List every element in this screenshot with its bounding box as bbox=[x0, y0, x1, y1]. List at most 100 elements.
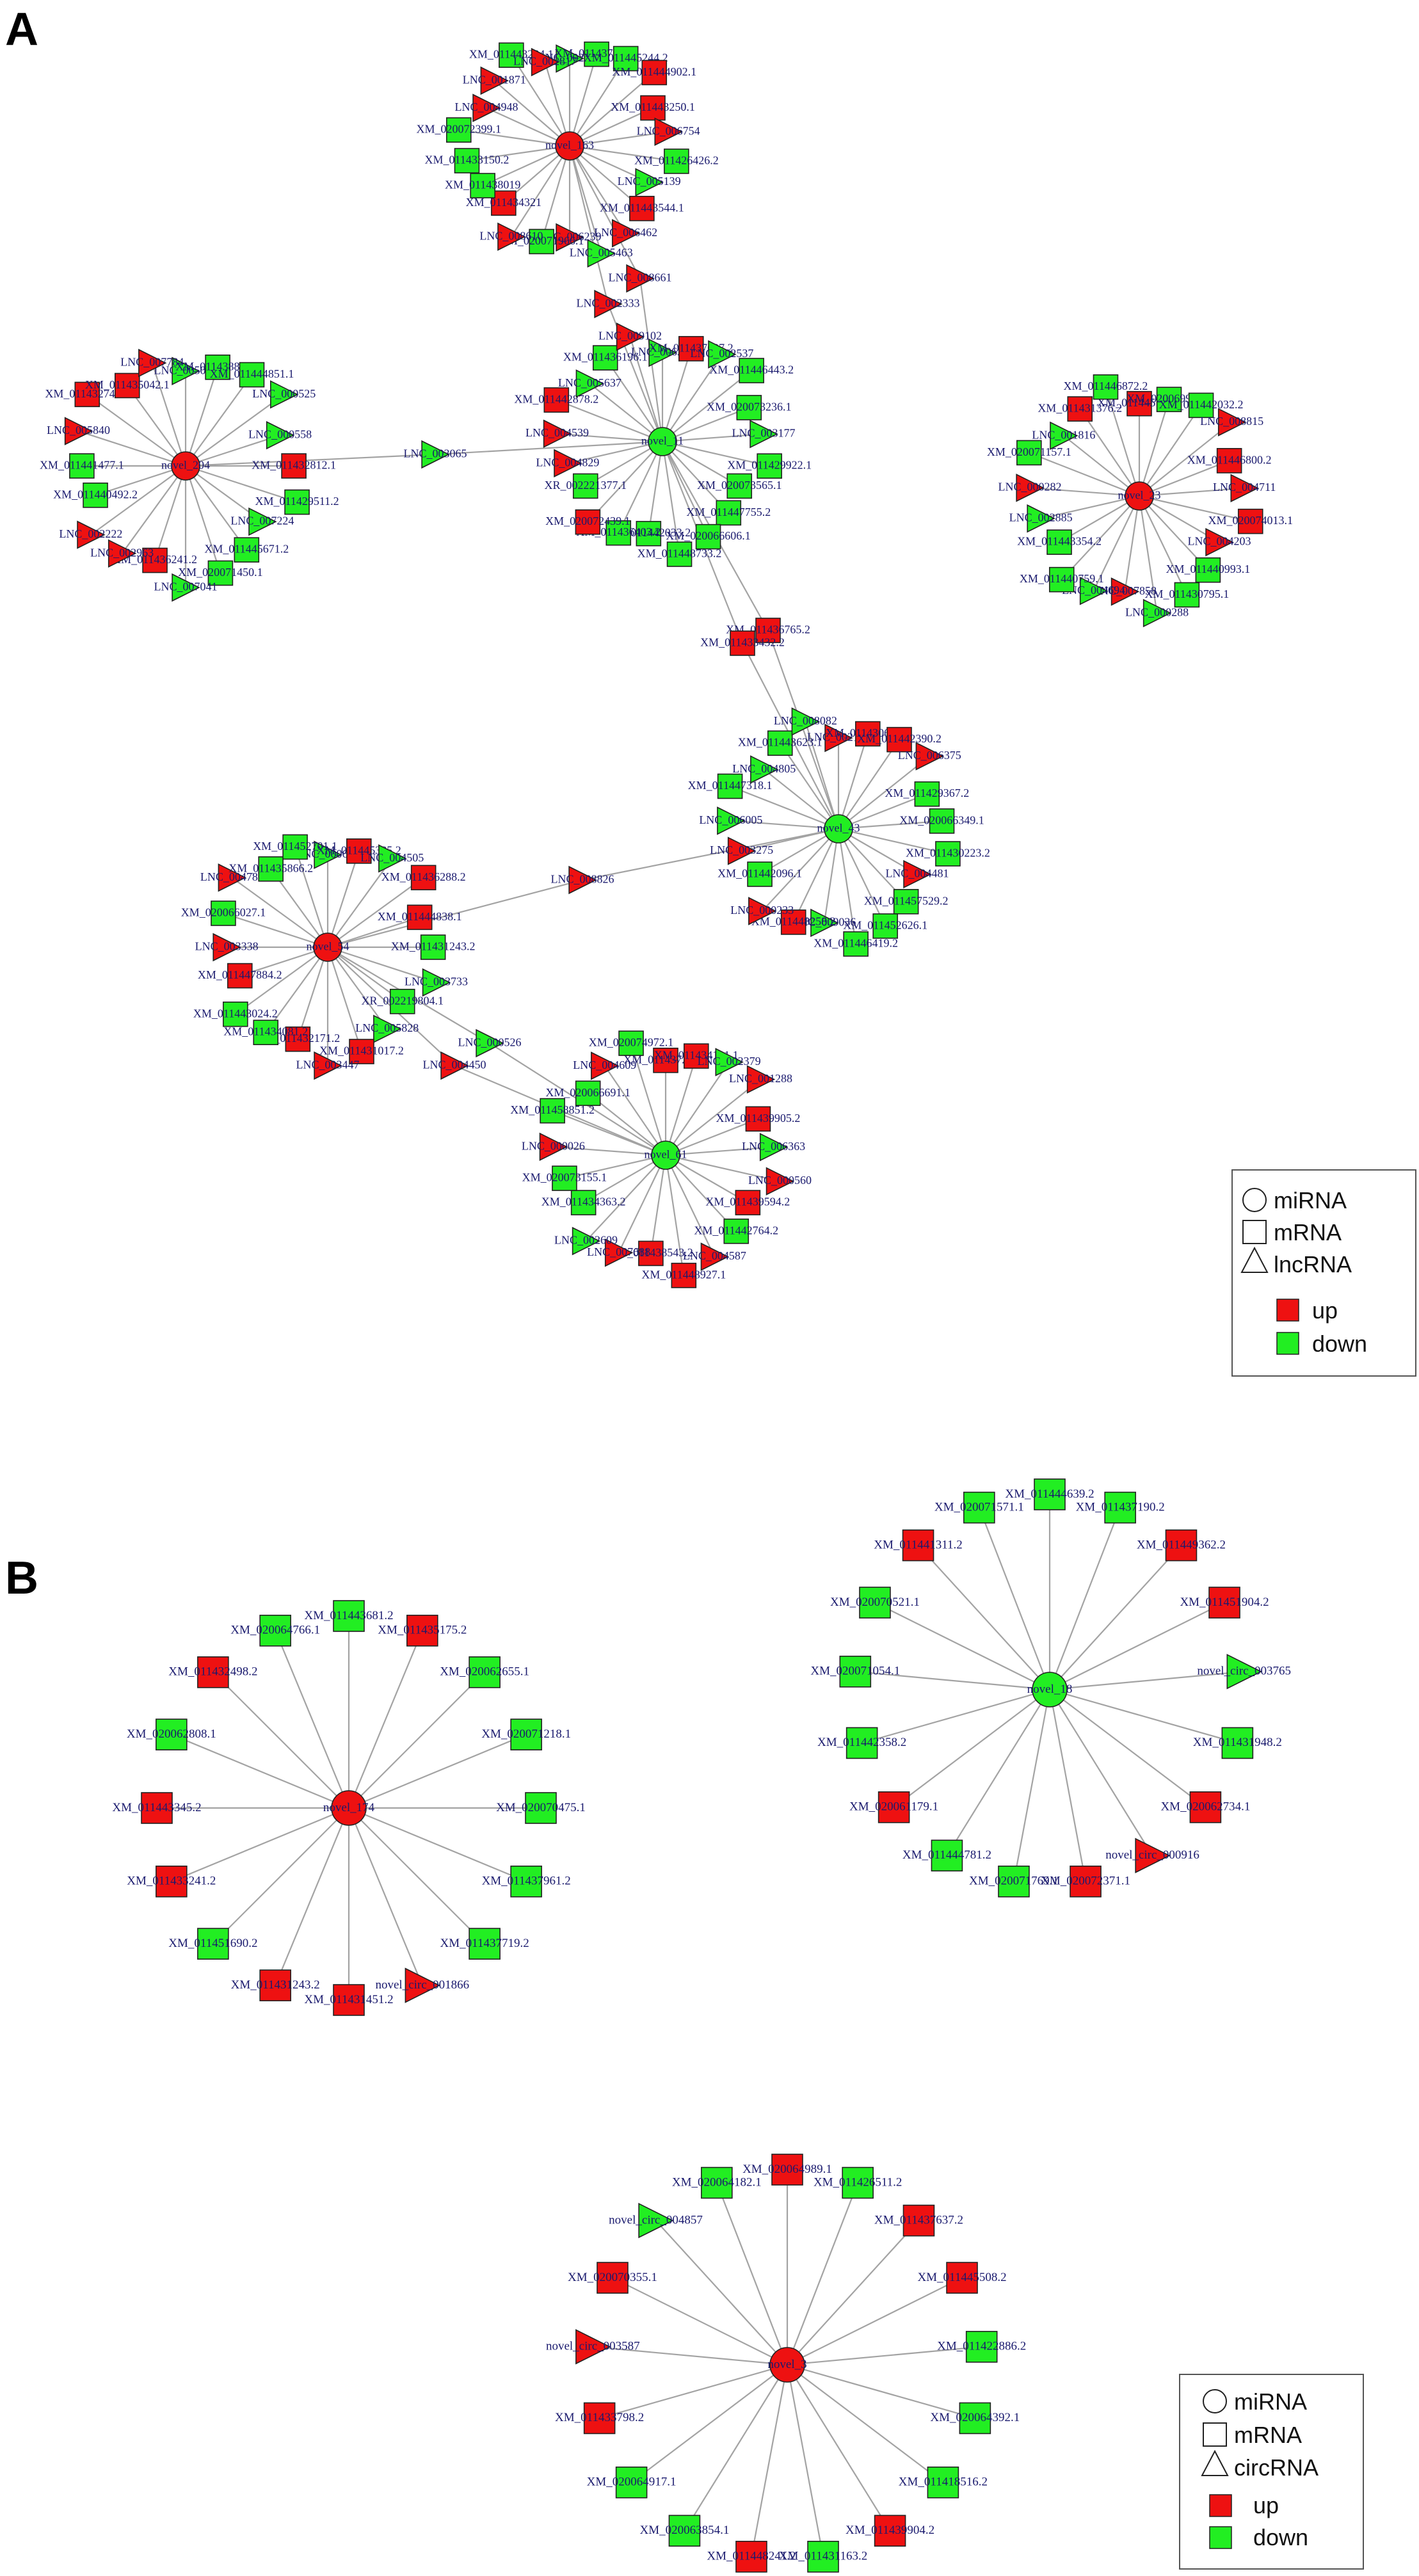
square-node bbox=[1216, 448, 1242, 474]
triangle-node bbox=[824, 723, 853, 753]
link-label: LNC_002333 bbox=[577, 297, 640, 310]
edge bbox=[837, 733, 869, 829]
node-label: XR_002221377.1 bbox=[545, 479, 627, 492]
square-node bbox=[716, 500, 742, 526]
node-label: XM_011431163.2 bbox=[779, 2550, 867, 2563]
square-node bbox=[114, 372, 140, 399]
triangle-node bbox=[1226, 1654, 1262, 1690]
square-node bbox=[671, 1263, 697, 1288]
square-node bbox=[874, 2515, 906, 2547]
triangle-node bbox=[791, 707, 821, 736]
node-label: LNC_002222 bbox=[59, 527, 122, 540]
triangle-node bbox=[373, 1014, 402, 1043]
square-node bbox=[156, 1866, 188, 1898]
hub-label: novel_204 bbox=[161, 459, 210, 472]
edge bbox=[612, 2277, 788, 2365]
square-node bbox=[592, 345, 618, 371]
edge bbox=[557, 433, 663, 443]
node-label: XM_011439904.2 bbox=[846, 2524, 934, 2537]
square-node bbox=[1195, 557, 1221, 583]
legend-b-down-swatch bbox=[1209, 2526, 1232, 2549]
legend-b-square-icon bbox=[1203, 2422, 1227, 2447]
square-node bbox=[1237, 508, 1263, 534]
node-label: XM_011436196.1 bbox=[563, 351, 648, 364]
link-label: LNC_008826 bbox=[551, 873, 614, 886]
square-node bbox=[234, 537, 260, 563]
node-label: novel_circ_003765 bbox=[1197, 1665, 1291, 1678]
link-node bbox=[594, 289, 623, 319]
square-node bbox=[333, 1984, 365, 2016]
node-label: XM_011443345.2 bbox=[112, 1801, 201, 1814]
legend-b-mirna: miRNA bbox=[1234, 2388, 1307, 2415]
square-node bbox=[552, 1165, 577, 1191]
square-node bbox=[615, 2467, 648, 2499]
node-label: novel_circ_001866 bbox=[375, 1978, 469, 1992]
link-node bbox=[730, 630, 755, 656]
node-label: XM_011451904.2 bbox=[1180, 1596, 1269, 1609]
triangle-node bbox=[1110, 577, 1140, 606]
edge bbox=[759, 828, 839, 875]
node-label: XM_011432748.1 bbox=[45, 387, 129, 400]
square-node bbox=[141, 1792, 173, 1824]
edge bbox=[1029, 452, 1140, 497]
square-node bbox=[701, 2166, 733, 2199]
square-node bbox=[736, 395, 762, 420]
node-label: XM_011447884.2 bbox=[198, 968, 282, 981]
edge bbox=[1048, 1507, 1121, 1690]
triangle-node bbox=[759, 1133, 789, 1162]
edge bbox=[874, 1602, 1050, 1690]
node-label: XM_011446800.2 bbox=[1187, 453, 1272, 466]
link-label: LNC_000526 bbox=[458, 1036, 522, 1049]
node-label: XM_011446872.2 bbox=[1064, 380, 1148, 392]
triangle-node bbox=[218, 863, 247, 892]
square-node bbox=[469, 1928, 501, 1960]
node-label: XM_011436241.2 bbox=[113, 553, 197, 566]
edge bbox=[805, 721, 840, 829]
legend-a-mrna: mRNA bbox=[1274, 1219, 1342, 1245]
square-node bbox=[893, 889, 919, 915]
node-label: LNC_004711 bbox=[1213, 481, 1276, 493]
mirna-hub-node bbox=[555, 131, 584, 161]
edge bbox=[90, 465, 186, 536]
link-label: LNC_004450 bbox=[423, 1059, 486, 1071]
edge bbox=[662, 370, 752, 442]
link-edge bbox=[185, 453, 436, 467]
square-node bbox=[668, 2515, 701, 2547]
triangle-node bbox=[810, 908, 839, 938]
legend-b-circle-icon bbox=[1203, 2389, 1227, 2413]
edge bbox=[185, 435, 280, 467]
node-label: XR_002219804.1 bbox=[361, 994, 444, 1007]
square-node bbox=[205, 355, 230, 380]
link-edge bbox=[327, 879, 583, 948]
edge bbox=[750, 2364, 789, 2557]
node-label: XM_011442032.2 bbox=[1159, 398, 1244, 411]
square-node bbox=[259, 1969, 291, 2001]
legend-a-triangle-icon bbox=[1240, 1246, 1269, 1273]
square-node bbox=[389, 989, 415, 1014]
node-label: XM_011439905.2 bbox=[716, 1112, 801, 1124]
node-label: LNC_008082 bbox=[774, 714, 837, 727]
node-label: XM_011440759.1 bbox=[1020, 572, 1104, 585]
node-label: LNC_008815 bbox=[1200, 415, 1263, 428]
node-label: XM_020064766.1 bbox=[230, 1624, 320, 1637]
node-label: XM_020072371.1 bbox=[1041, 1875, 1130, 1888]
triangle-node bbox=[266, 420, 295, 450]
node-label: XM_011448258.2 bbox=[751, 915, 836, 927]
node-label: XM_011444781.2 bbox=[902, 1848, 991, 1862]
edge bbox=[630, 2364, 788, 2483]
edge bbox=[786, 2364, 824, 2557]
hub-label: novel_163 bbox=[545, 139, 594, 152]
node-label: LNC_000233 bbox=[730, 904, 794, 916]
edge bbox=[569, 58, 627, 147]
edge bbox=[1105, 387, 1141, 497]
edge bbox=[297, 947, 329, 1040]
node-label: XM_011442764.2 bbox=[694, 1224, 778, 1236]
edge bbox=[862, 1688, 1050, 1744]
edge bbox=[664, 1055, 697, 1156]
edge bbox=[665, 1078, 762, 1156]
square-node bbox=[454, 148, 480, 173]
node-label: XM_020071218.1 bbox=[481, 1727, 571, 1741]
node-label: LNC_005040 bbox=[154, 364, 218, 376]
hub-label: novel_3 bbox=[767, 2358, 806, 2371]
